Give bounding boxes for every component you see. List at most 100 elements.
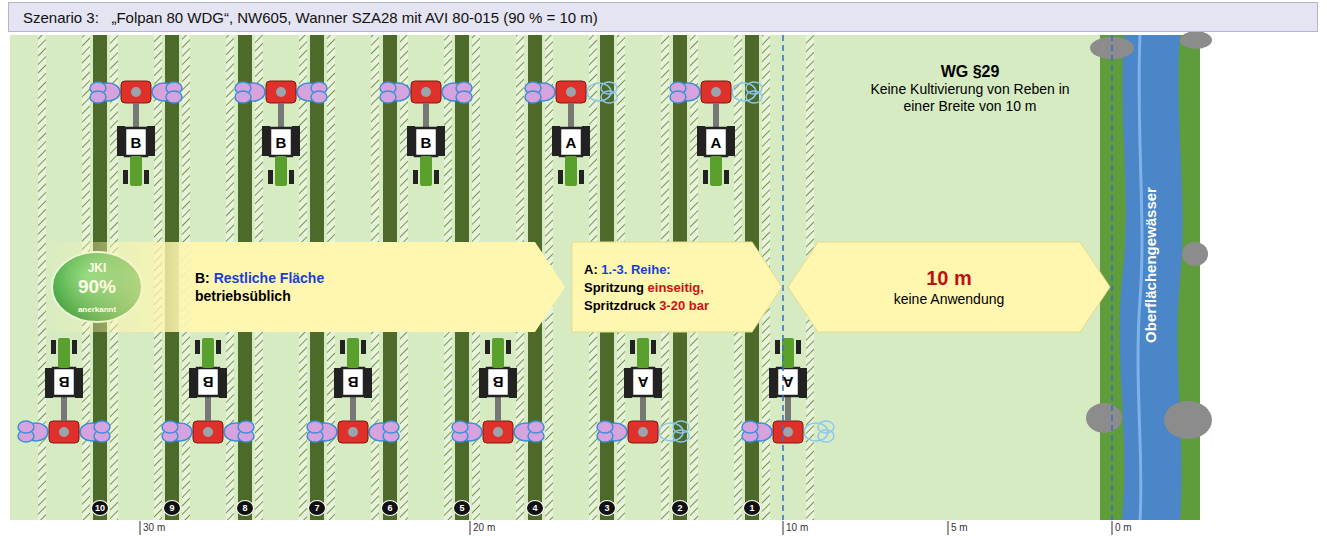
spray-cloud xyxy=(166,91,182,103)
tractor-cab xyxy=(125,128,147,156)
spray-cloud xyxy=(673,421,689,433)
tractor-sprayer xyxy=(90,81,182,186)
text-line: B:Restliche Fläche xyxy=(195,269,324,287)
sprayer-unit xyxy=(193,421,223,443)
tractor-cab xyxy=(487,368,509,396)
tractor-letter: B xyxy=(421,135,432,150)
spray-cloud xyxy=(746,91,762,103)
node-text: Restliche Fläche xyxy=(214,270,325,286)
sprayer-fan xyxy=(276,87,286,97)
node-text: Spritzdruck xyxy=(584,298,656,313)
tractor-hood xyxy=(275,156,287,186)
arrow-shape xyxy=(788,242,1110,332)
spray-cloud xyxy=(235,91,251,103)
sprayer-fan xyxy=(493,427,503,437)
sprayer-fan xyxy=(783,427,793,437)
front-wheel xyxy=(268,170,273,184)
node-content: 10 mkeine Anwendung xyxy=(788,242,1110,332)
front-wheel xyxy=(724,170,729,184)
scale-tick xyxy=(948,521,949,535)
front-wheel xyxy=(703,170,708,184)
tractor-letter: A xyxy=(566,135,577,150)
node-text: Oberflächengewässer xyxy=(1142,187,1159,343)
boundary-dashed-line xyxy=(1111,35,1113,520)
node-text: WG §29 xyxy=(941,63,1000,80)
front-wheel xyxy=(434,170,439,184)
spray-cloud xyxy=(659,423,683,441)
node-text: Spritzung xyxy=(584,280,644,295)
tractor-hood xyxy=(58,338,70,368)
sprayer-unit xyxy=(49,421,79,443)
spray-cloud xyxy=(18,421,34,433)
tractor-cab xyxy=(270,128,292,156)
drawbar xyxy=(713,103,719,127)
buffer-arrow: 10 mkeine Anwendung xyxy=(788,242,1110,332)
callout-number: 5 xyxy=(453,500,471,516)
tractor-hood xyxy=(202,338,214,368)
stone xyxy=(1086,403,1122,433)
spray-cloud xyxy=(732,83,756,101)
spray-cloud xyxy=(670,91,686,103)
callout-number: 10 xyxy=(91,500,109,516)
scale-tick xyxy=(1112,521,1113,535)
water-body: Oberflächengewässer xyxy=(1122,35,1180,520)
callout-number: 8 xyxy=(236,500,254,516)
sprayer-fan xyxy=(203,427,213,437)
front-wheel xyxy=(144,170,149,184)
node-content: A:1.-3. Reihe:Spritzungeinseitig,Spritzd… xyxy=(572,242,782,332)
spray-cloud xyxy=(452,421,468,433)
node-text: B: xyxy=(195,270,210,286)
sprayer-unit xyxy=(556,81,586,103)
drawbar xyxy=(785,397,791,421)
callout-number: 2 xyxy=(671,500,689,516)
drawbar xyxy=(495,397,501,421)
node-content: WG §29Keine Kultivierung von Reben in ei… xyxy=(850,44,1090,132)
tractor-hood xyxy=(637,338,649,368)
front-wheel xyxy=(413,170,418,184)
spray-cloud xyxy=(383,421,399,433)
distance-mark: 5 m xyxy=(951,523,968,533)
tractor-cab xyxy=(53,368,75,396)
front-wheel xyxy=(340,340,345,354)
text-line: WG §29 xyxy=(941,62,1000,81)
sprayer-unit xyxy=(483,421,513,443)
tractor-hood xyxy=(130,156,142,186)
spray-cloud xyxy=(162,421,178,433)
sprayer-unit xyxy=(628,421,658,443)
sprayer-unit xyxy=(773,421,803,443)
drawbar xyxy=(640,397,646,421)
front-wheel xyxy=(579,170,584,184)
spray-cloud xyxy=(525,91,541,103)
rotated-line: Oberflächengewässer xyxy=(1142,187,1160,343)
node-text: einseitig, xyxy=(648,280,704,295)
spray-cloud xyxy=(456,91,472,103)
node-text: keine Anwendung xyxy=(894,291,1005,307)
front-wheel xyxy=(51,340,56,354)
tractor-cab xyxy=(705,128,727,156)
front-wheel xyxy=(775,340,780,354)
front-wheel xyxy=(558,170,563,184)
title-band: Szenario 3: „Folpan 80 WDG“, NW605, Wann… xyxy=(8,2,1318,32)
front-wheel xyxy=(651,340,656,354)
spray-cloud xyxy=(601,91,617,103)
tractor-letter: B xyxy=(493,375,504,390)
sprayer-fan xyxy=(59,427,69,437)
text-line: betriebsüblich xyxy=(195,287,291,305)
tractor-cab xyxy=(560,128,582,156)
tractor-letter: B xyxy=(203,375,214,390)
arrow-shape xyxy=(572,242,782,332)
sprayer-fan xyxy=(131,87,141,97)
tractor-hood xyxy=(710,156,722,186)
river-water xyxy=(1120,35,1183,520)
text-line: Spritzung einseitig, xyxy=(584,278,704,296)
spray-cloud xyxy=(380,91,396,103)
boundary-dashed-line xyxy=(782,35,784,520)
drawbar xyxy=(568,103,574,127)
tractor-cab xyxy=(632,368,654,396)
tractor-hood xyxy=(420,156,432,186)
tractor-sprayer xyxy=(670,81,762,186)
river-highlight xyxy=(1138,35,1142,520)
spray-cloud xyxy=(307,421,323,433)
front-wheel xyxy=(361,340,366,354)
tractor-sprayer xyxy=(162,338,254,443)
